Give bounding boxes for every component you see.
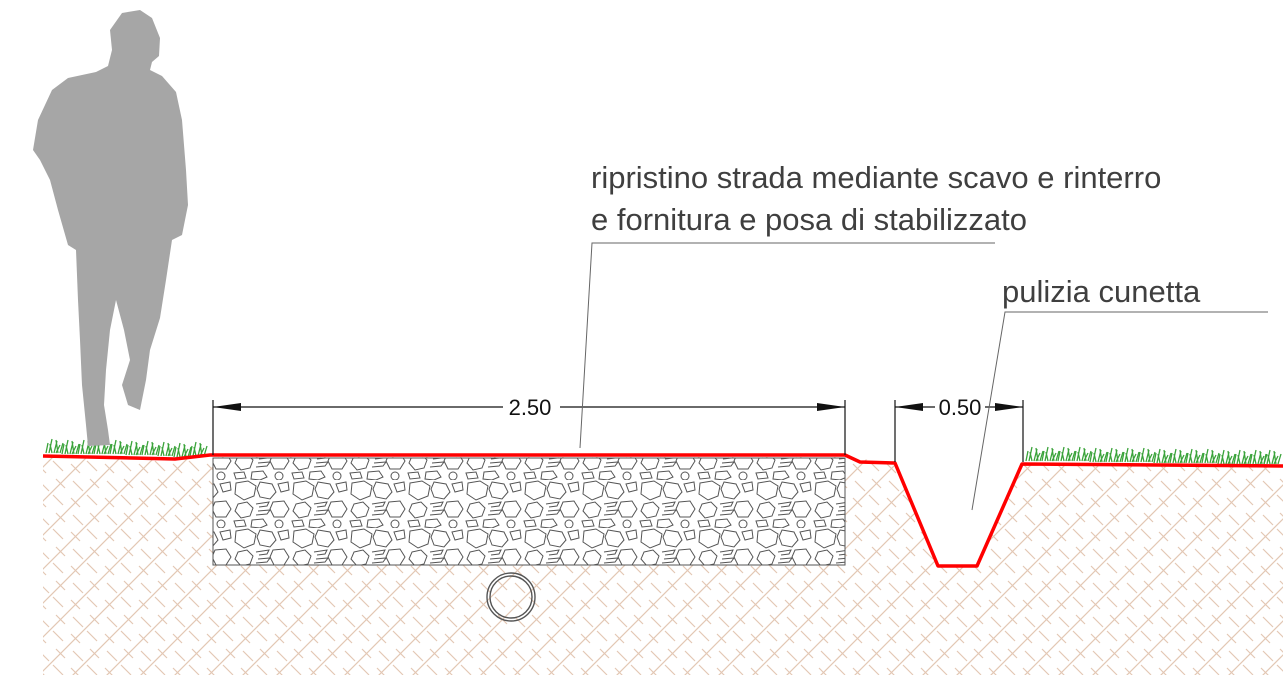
road-annotation-line2: e fornitura e posa di stabilizzato xyxy=(591,202,1027,237)
pipe-icon xyxy=(486,572,536,622)
grass-right xyxy=(1025,446,1282,465)
ground-profile-line xyxy=(42,453,1283,568)
ditch-leader-line xyxy=(971,311,1268,511)
grass-left xyxy=(45,438,208,458)
dimension-road-label: 2.50 xyxy=(509,395,552,420)
dimension-ditch-label: 0.50 xyxy=(939,395,982,420)
person-silhouette xyxy=(33,10,188,446)
road-annotation-line1: ripristino strada mediante scavo e rinte… xyxy=(591,160,1161,195)
ditch-annotation: pulizia cunetta xyxy=(1002,274,1201,309)
dimension-ditch-width xyxy=(894,400,1024,462)
dimension-road-width xyxy=(212,400,846,455)
road-leader-line xyxy=(579,242,995,449)
